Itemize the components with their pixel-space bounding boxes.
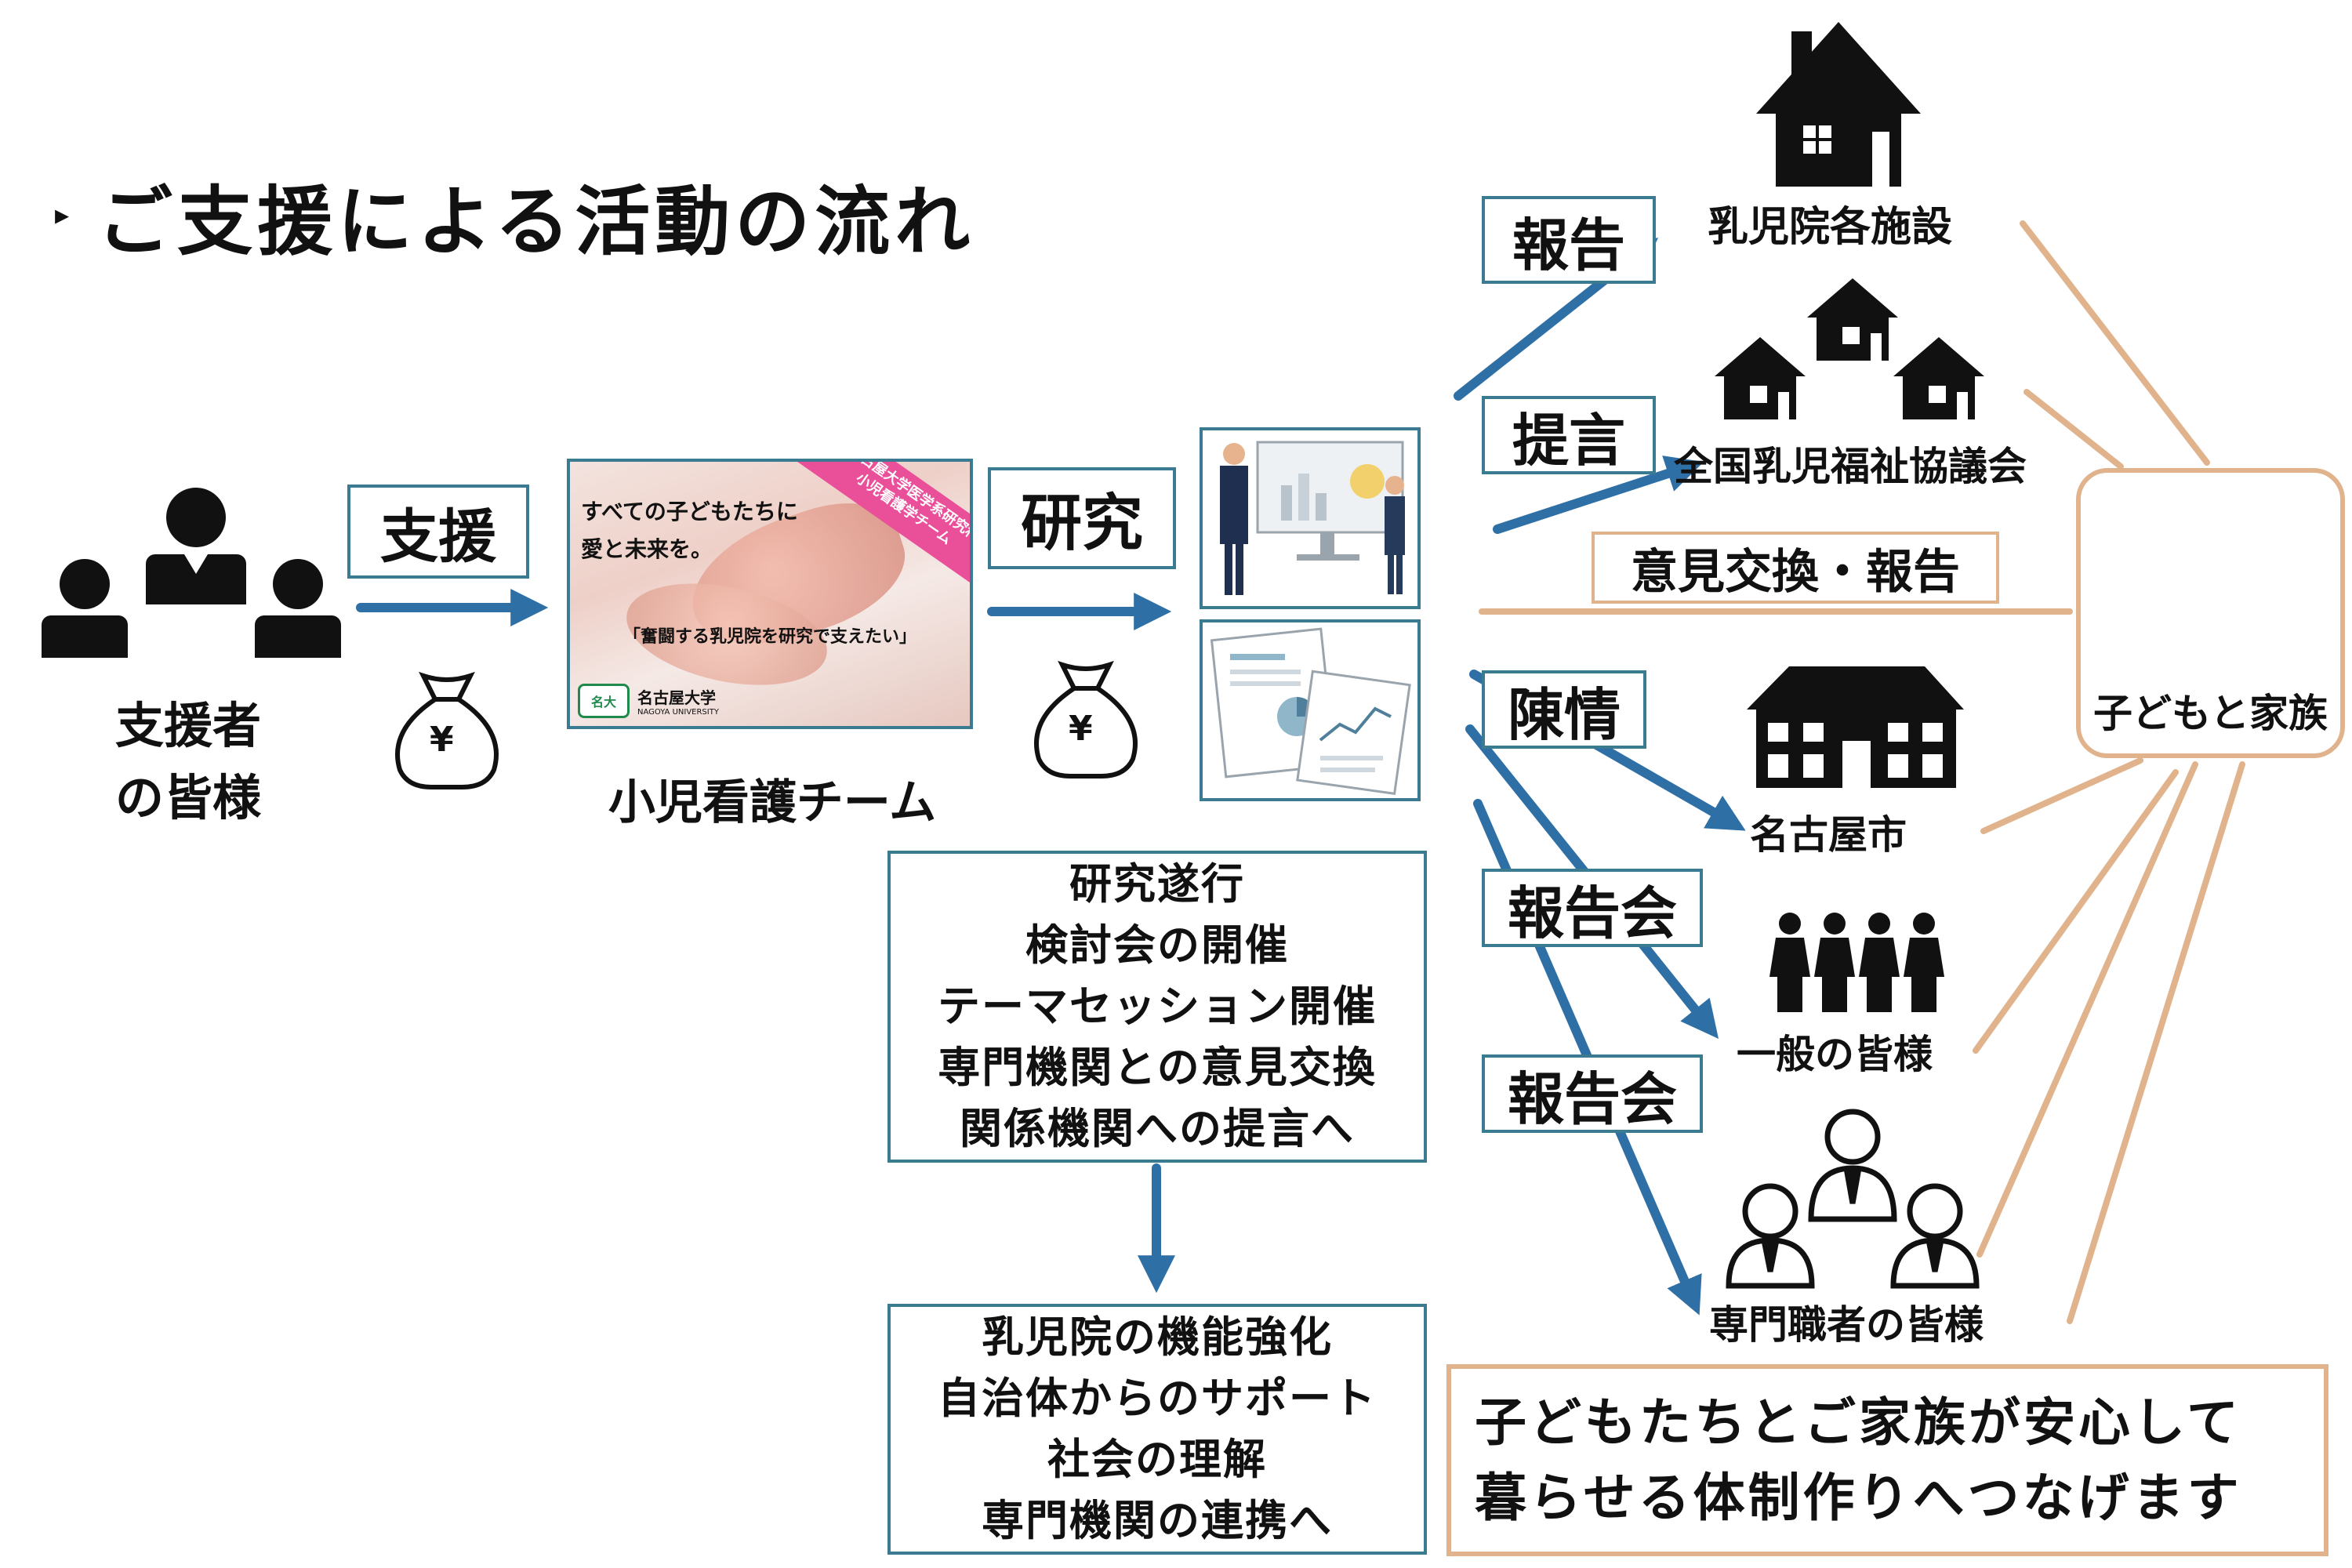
petition-label: 陳情: [1482, 670, 1646, 749]
proposal-label: 提言: [1482, 396, 1656, 474]
city-hall-icon: [1747, 666, 1964, 788]
research-label: 研究: [988, 467, 1176, 569]
outcome-item: 社会の理解: [1047, 1435, 1267, 1484]
presentation-drawing: [1220, 441, 1405, 595]
yen-symbol-2: ¥: [1069, 709, 1093, 749]
family-label: 子どもと家族: [2093, 691, 2328, 736]
report-meeting-label-2: 報告会: [1482, 1054, 1703, 1133]
banner-headline: すべての子どもたちに 愛と未来を。: [581, 499, 798, 562]
professionals-label: 専門職者の皆様: [1709, 1302, 1984, 1348]
title-text: ご支援による活動の流れ: [97, 178, 975, 266]
goal-line-2: 暮らせる体制作りへつなげます: [1475, 1467, 2242, 1528]
report-documents-illustration: [1200, 619, 1421, 801]
team-label: 小児看護チーム: [608, 775, 937, 830]
outcome-item: 自治体からのサポート: [938, 1374, 1377, 1423]
money-bag-icon-2: [1034, 660, 1138, 779]
exchange-report-label: 意見交換・報告: [1592, 532, 1999, 604]
outcomes-panel: 乳児院の機能強化 自治体からのサポート 社会の理解 専門機関の連携へ: [887, 1304, 1427, 1555]
professionals-icon: [1726, 1109, 1980, 1289]
houses-icon: [1715, 278, 1984, 419]
activity-item: 関係機関への提言へ: [960, 1104, 1355, 1153]
supporters-icon: [42, 488, 341, 658]
supporters-label: 支援者 の皆様: [114, 697, 261, 826]
yen-symbol: ¥: [430, 720, 454, 760]
activities-panel: 研究遂行 検討会の開催 テーマセッション開催 専門機関との意見交換 関係機関への…: [887, 851, 1427, 1163]
public-label: 一般の皆様: [1737, 1032, 1933, 1077]
outcome-item: 専門機関の連携へ: [982, 1496, 1333, 1545]
title-marker-icon: ▸: [55, 199, 70, 231]
family-connection-lines: [1479, 220, 2245, 1324]
university-logo-icon: 名大: [578, 684, 630, 718]
documents-drawing: [1210, 627, 1411, 796]
activity-item: 研究遂行: [1069, 859, 1245, 909]
support-label: 支援: [347, 485, 529, 579]
report-meeting-label-1: 報告会: [1482, 869, 1703, 947]
activity-item: 専門機関との意見交換: [938, 1043, 1377, 1092]
money-bag-icon: [395, 671, 499, 789]
facilities-label: 乳児院各施設: [1708, 204, 1953, 251]
report-label: 報告: [1482, 196, 1656, 284]
page-title: ▸ ご支援による活動の流れ: [55, 161, 975, 270]
goal-box: 子どもたちとご家族が安心して 暮らせる体制作りへつなげます: [1446, 1364, 2328, 1556]
activity-item: 検討会の開催: [1025, 920, 1289, 970]
outcome-item: 乳児院の機能強化: [982, 1312, 1333, 1362]
city-label: 名古屋市: [1750, 812, 1907, 858]
goal-line-1: 子どもたちとご家族が安心して: [1475, 1392, 2242, 1453]
arrow-proposal: [1493, 456, 1704, 534]
activity-item: テーマセッション開催: [938, 982, 1377, 1031]
university-logo: 名大 名古屋大学 NAGOYA UNIVERSITY: [578, 684, 719, 718]
family-box: [2076, 468, 2345, 758]
team-banner-photo: 名古屋大学医学系研究科 小児看護学チーム すべての子どもたちに 愛と未来を。 「…: [567, 459, 973, 729]
council-label: 全国乳児福祉協議会: [1674, 444, 2027, 489]
people-group-icon: [1769, 913, 1944, 1012]
banner-catchphrase: 「奮闘する乳児院を研究で支えたい」: [622, 627, 916, 647]
presentation-illustration: [1200, 427, 1421, 609]
house-icon: [1756, 22, 1921, 187]
